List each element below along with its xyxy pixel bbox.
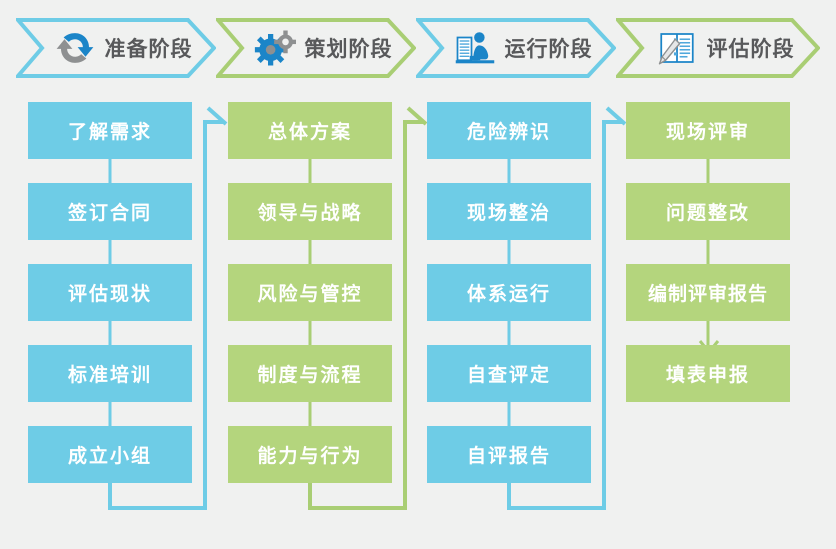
step-box-oper-2[interactable]: 现场整治: [427, 183, 591, 240]
step-box-plan-1[interactable]: 总体方案: [228, 102, 392, 159]
step-box-eval-2[interactable]: 问题整改: [626, 183, 790, 240]
connector-operation-to-evaluation: [507, 106, 627, 510]
pencil-notebook-icon: [658, 33, 694, 65]
step-box-prep-1[interactable]: 了解需求: [28, 102, 192, 159]
stage-label-preparation: 准备阶段: [104, 37, 193, 61]
step-box-eval-3[interactable]: 编制评审报告: [626, 264, 790, 321]
step-box-prep-4[interactable]: 标准培训: [28, 345, 192, 402]
step-box-oper-3[interactable]: 体系运行: [427, 264, 591, 321]
step-box-oper-4[interactable]: 自查评定: [427, 345, 591, 402]
step-box-plan-3[interactable]: 风险与管控: [228, 264, 392, 321]
step-box-prep-2[interactable]: 签订合同: [28, 183, 192, 240]
step-box-plan-4[interactable]: 制度与流程: [228, 345, 392, 402]
step-box-plan-2[interactable]: 领导与战略: [228, 183, 392, 240]
person-at-desk-icon: [455, 32, 494, 64]
stage-label-operation: 运行阶段: [504, 37, 593, 61]
step-box-eval-1[interactable]: 现场评审: [626, 102, 790, 159]
step-box-plan-5[interactable]: 能力与行为: [228, 426, 392, 483]
step-box-oper-1[interactable]: 危险辨识: [427, 102, 591, 159]
step-box-eval-4[interactable]: 填表申报: [626, 345, 790, 402]
gears-icon: [254, 30, 296, 66]
connector-planning-to-operation: [308, 106, 428, 510]
stage-label-evaluation: 评估阶段: [706, 37, 795, 61]
connector-prep-to-planning: [108, 106, 228, 510]
step-box-oper-5[interactable]: 自评报告: [427, 426, 591, 483]
stage-label-planning: 策划阶段: [304, 37, 393, 61]
step-box-prep-3[interactable]: 评估现状: [28, 264, 192, 321]
refresh-cycle-icon: [56, 33, 93, 63]
step-box-prep-5[interactable]: 成立小组: [28, 426, 192, 483]
